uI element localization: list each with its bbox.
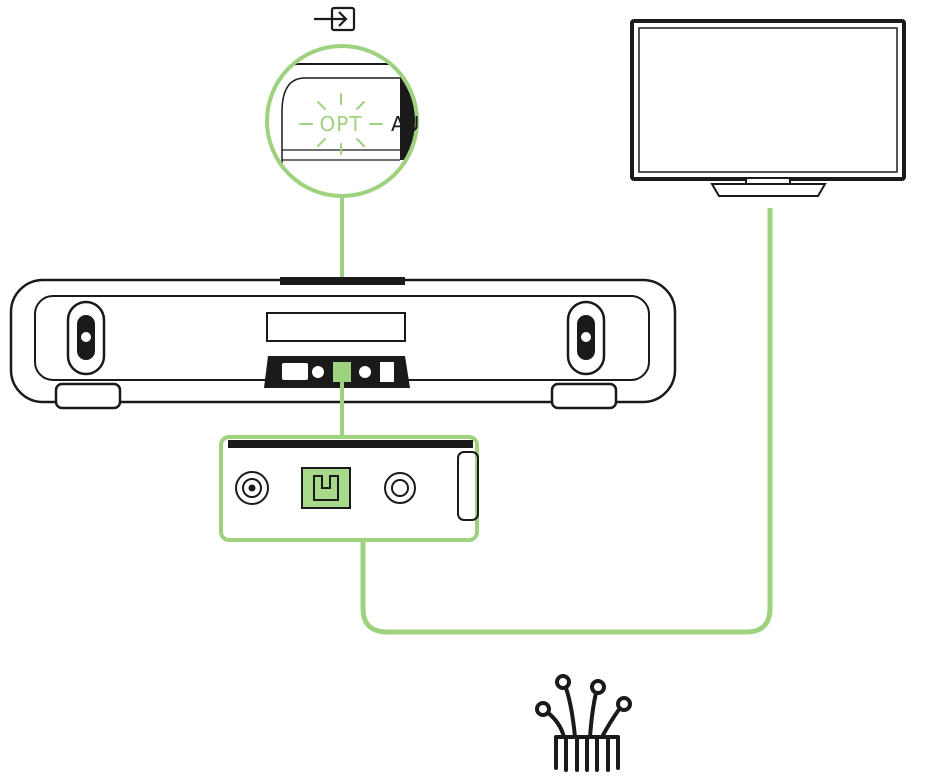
optical-cable [360, 208, 773, 635]
aux-indicator-label: AU [391, 112, 419, 136]
left-foot [54, 382, 122, 410]
soundbar-display [266, 312, 406, 342]
right-mount-slot [566, 300, 606, 376]
input-source-icon [314, 6, 356, 32]
aux-port-icon [384, 472, 416, 504]
tv-icon [630, 19, 906, 197]
soundbar [9, 277, 677, 410]
coaxial-port-icon [235, 471, 269, 505]
usb-port-edge [457, 451, 479, 521]
soundbar-port-panel [264, 356, 410, 388]
opt-indicator-label: OPT [319, 112, 362, 136]
right-foot [550, 382, 618, 410]
indicator-glow-rays [299, 93, 383, 155]
optical-port-icon [301, 467, 351, 509]
status-indicator-zoom: OPT AU [265, 44, 419, 198]
port-panel-zoom [219, 435, 479, 542]
left-mount-slot [66, 300, 106, 376]
fiber-optic-cable-icon [535, 674, 632, 772]
